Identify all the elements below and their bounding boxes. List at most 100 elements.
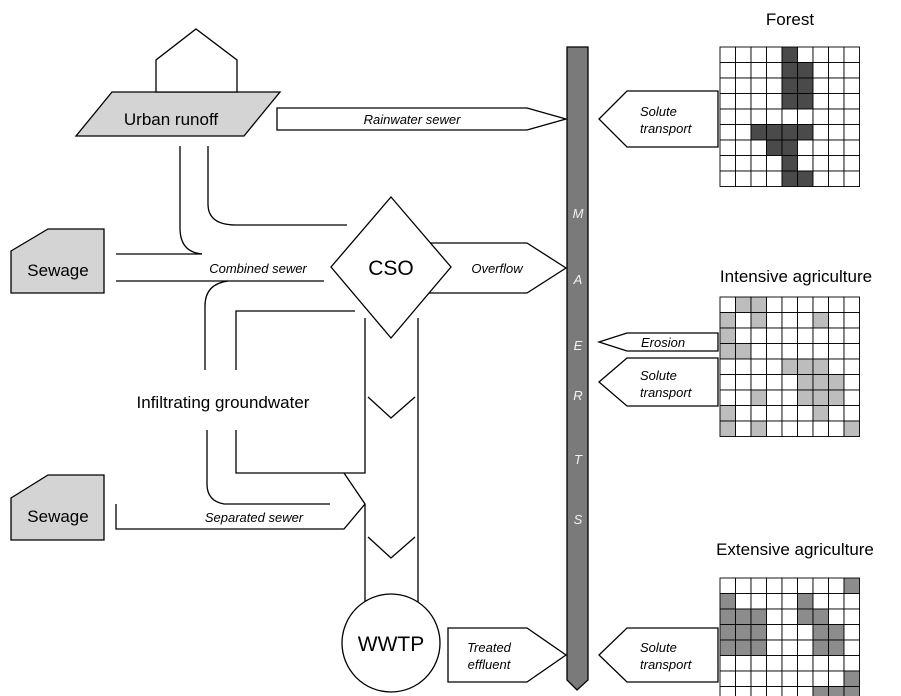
grid-cell-filled — [797, 62, 814, 79]
grid-cell — [750, 686, 767, 696]
grid-cell — [719, 686, 736, 696]
grid-cell — [843, 108, 860, 125]
sewage-label: Sewage — [27, 261, 88, 280]
grid-cell-filled — [750, 420, 767, 437]
grid-cell-filled — [828, 624, 845, 641]
grid-cell — [766, 686, 783, 696]
grid-cell — [735, 389, 752, 406]
grid-cell-filled — [719, 593, 736, 610]
grid-cell — [812, 593, 829, 610]
grid-cell — [766, 155, 783, 172]
grid-cell-filled — [797, 374, 814, 391]
forest-land-use: Forest Solute transport — [598, 10, 860, 187]
groundwater-channel-1-right — [235, 310, 355, 370]
sewage-label: Sewage — [27, 507, 88, 526]
grid-cell — [719, 46, 736, 63]
grid-cell — [843, 62, 860, 79]
grid-cell — [812, 139, 829, 156]
grid-cell — [719, 655, 736, 672]
extensive-agriculture-grid — [719, 577, 860, 696]
grid-cell — [750, 139, 767, 156]
grid-cell-filled — [812, 358, 829, 375]
grid-cell — [797, 624, 814, 641]
grid-cell — [843, 327, 860, 344]
stream: M A E R T S — [566, 46, 589, 691]
grid-cell — [812, 420, 829, 437]
grid-cell — [719, 374, 736, 391]
intensive-agriculture-title: Intensive agriculture — [720, 267, 872, 286]
grid-cell — [735, 155, 752, 172]
stream-letter-t: T — [574, 452, 583, 467]
grid-cell — [828, 170, 845, 187]
grid-cell — [828, 670, 845, 687]
grid-cell — [797, 327, 814, 344]
wwtp-label: WWTP — [358, 633, 424, 656]
grid-cell — [843, 358, 860, 375]
grid-cell — [735, 405, 752, 422]
grid-cell — [843, 655, 860, 672]
grid-cell-filled — [781, 139, 798, 156]
grid-cell — [719, 62, 736, 79]
grid-cell-filled — [812, 624, 829, 641]
grid-cell — [781, 686, 798, 696]
grid-cell — [843, 593, 860, 610]
grid-cell-filled — [750, 608, 767, 625]
erosion-arrow — [596, 332, 719, 352]
grid-cell — [735, 139, 752, 156]
grid-cell — [766, 327, 783, 344]
sewage-source-bottom: Sewage Separated sewer — [10, 474, 304, 541]
grid-cell — [797, 155, 814, 172]
grid-cell — [828, 139, 845, 156]
grid-cell — [843, 624, 860, 641]
grid-cell — [781, 296, 798, 313]
grid-cell — [843, 608, 860, 625]
grid-cell-filled — [812, 312, 829, 329]
stream-letter-m: M — [573, 206, 584, 221]
grid-cell — [828, 312, 845, 329]
grid-cell — [750, 77, 767, 94]
grid-cell — [766, 93, 783, 110]
house-icon — [155, 28, 238, 93]
grid-cell-filled — [843, 420, 860, 437]
grid-cell — [719, 577, 736, 594]
grid-cell — [719, 124, 736, 141]
stream-letter-s: S — [574, 512, 583, 527]
grid-cell — [766, 296, 783, 313]
grid-cell — [797, 577, 814, 594]
grid-cell — [797, 46, 814, 63]
grid-cell — [843, 405, 860, 422]
grid-cell — [766, 639, 783, 656]
grid-cell-filled — [828, 374, 845, 391]
grid-cell — [781, 374, 798, 391]
grid-cell — [719, 358, 736, 375]
grid-cell-filled — [766, 124, 783, 141]
overflow-label: Overflow — [471, 261, 524, 276]
urban-runoff-source: Urban runoff Rainwater sewer — [74, 28, 569, 137]
forest-grid — [719, 46, 860, 187]
stream-letter-r: R — [573, 388, 582, 403]
grid-cell — [766, 405, 783, 422]
intensive-agriculture-grid — [719, 296, 860, 437]
grid-cell — [750, 593, 767, 610]
grid-cell-filled — [797, 124, 814, 141]
grid-cell-filled — [735, 343, 752, 360]
grid-cell — [766, 77, 783, 94]
sewage-source-top: Sewage Combined sewer — [10, 228, 307, 294]
solute-transport-label-line1: Solute — [640, 640, 677, 655]
grid-cell — [843, 374, 860, 391]
grid-cell-filled — [735, 639, 752, 656]
grid-cell — [781, 593, 798, 610]
grid-cell — [766, 420, 783, 437]
grid-cell — [766, 358, 783, 375]
grid-cell-filled — [719, 608, 736, 625]
solute-transport-label-line1: Solute — [640, 104, 677, 119]
grid-cell — [750, 327, 767, 344]
grid-cell — [828, 608, 845, 625]
grid-cell-filled — [719, 639, 736, 656]
grid-cell — [812, 655, 829, 672]
grid-cell — [828, 296, 845, 313]
grid-cell-filled — [812, 405, 829, 422]
groundwater-channel-2-left — [206, 430, 330, 505]
grid-cell — [750, 405, 767, 422]
grid-cell — [735, 124, 752, 141]
